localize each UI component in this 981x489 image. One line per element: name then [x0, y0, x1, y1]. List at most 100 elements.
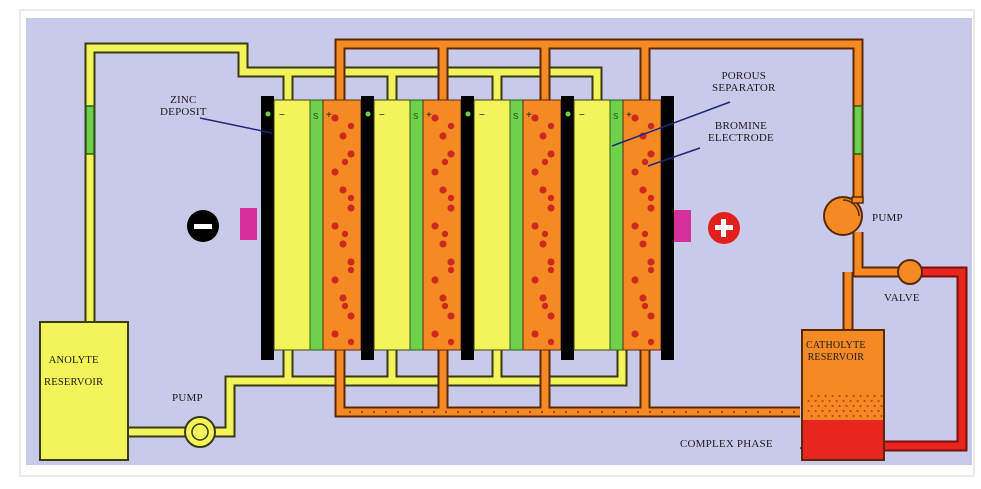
bromine-droplet [347, 266, 355, 274]
minus-mark: − [379, 110, 385, 121]
positive-terminal-icon [708, 212, 740, 244]
bromine-droplet [547, 266, 555, 274]
bromine-electrode-label: BROMINE ELECTRODE [708, 120, 774, 144]
positive-current-collector [674, 210, 691, 242]
bromine-droplet [347, 258, 355, 266]
bromine-droplet [547, 194, 555, 202]
bromine-droplet [447, 312, 455, 320]
electrode-terminal-dot [465, 111, 471, 117]
porous-separator-line-2: SEPARATOR [712, 82, 776, 94]
anolyte-reservoir-line-1: ANOLYTE [48, 355, 99, 366]
bromine-droplet [331, 168, 339, 176]
reservoir-particle [870, 399, 873, 403]
bromine-droplet [541, 230, 549, 238]
electrode-terminal-dot [265, 111, 271, 117]
porous-separator-line-1: POROUS [721, 70, 767, 82]
plus-mark: + [326, 110, 332, 121]
bromine-droplet [447, 122, 455, 130]
zinc-deposit-line-2: DEPOSIT [160, 106, 207, 118]
negative-terminal-icon [187, 210, 219, 242]
bromine-droplet [639, 186, 647, 194]
bromine-droplet [539, 294, 547, 302]
bromine-droplet [439, 294, 447, 302]
bromine-droplet [347, 150, 355, 158]
minus-mark: − [279, 110, 285, 121]
minus-mark: − [579, 110, 585, 121]
reservoir-particle [856, 399, 859, 403]
bromine-droplet [631, 330, 639, 338]
bromine-droplet [331, 222, 339, 230]
bromine-droplet [531, 330, 539, 338]
bromine-droplet [339, 294, 347, 302]
reservoir-particle [824, 414, 827, 418]
bromine-droplet [631, 114, 639, 122]
separator-mark: S [513, 112, 518, 121]
bromine-droplet [647, 122, 655, 130]
pump-right-label: PUMP [872, 212, 903, 224]
pipe-particle [624, 410, 628, 414]
end-electrode-plate [661, 96, 674, 360]
reservoir-particle [866, 414, 869, 418]
reservoir-particle [821, 399, 824, 403]
bromine-droplet [541, 302, 549, 310]
bromine-droplet [431, 330, 439, 338]
bromine-droplet [441, 158, 449, 166]
pipe-particle [780, 410, 784, 414]
reservoir-particle [821, 409, 824, 413]
bromine-droplet [439, 186, 447, 194]
bromine-droplet [331, 114, 339, 122]
reservoir-particle [849, 399, 852, 403]
catholyte-compartment [322, 99, 362, 351]
bromine-droplet [641, 230, 649, 238]
bromine-droplet [331, 330, 339, 338]
bromine-droplet [647, 258, 655, 266]
bromine-droplet [641, 158, 649, 166]
reservoir-particle [866, 404, 869, 408]
reservoir-particle [835, 409, 838, 413]
bromine-droplet [647, 194, 655, 202]
porous-separator [609, 99, 624, 351]
reservoir-particle [845, 394, 848, 398]
pipe-particle [756, 410, 760, 414]
porous-separator [509, 99, 524, 351]
bromine-droplet [547, 204, 555, 212]
bromine-droplet [447, 338, 455, 346]
catholyte-reservoir-line-1: CATHOLYTE [806, 340, 866, 351]
pipe-particle [528, 410, 532, 414]
bromine-droplet [639, 294, 647, 302]
catholyte-reservoir-line-2: RESERVOIR [807, 352, 865, 363]
bromine-droplet [447, 258, 455, 266]
bromine-droplet [647, 338, 655, 346]
negative-current-collector [240, 208, 257, 240]
bromine-droplet [547, 122, 555, 130]
anolyte-reservoir [39, 321, 129, 461]
bromine-droplet [647, 204, 655, 212]
pipe-particle [456, 410, 460, 414]
pipe-particle [468, 410, 472, 414]
reservoir-particle [873, 414, 876, 418]
bromine-droplet [539, 132, 547, 140]
reservoir-particle [835, 399, 838, 403]
catholyte-compartment [622, 99, 662, 351]
pipe-particle [768, 410, 772, 414]
bromine-droplet [647, 312, 655, 320]
pipe-particle [408, 410, 412, 414]
bromine-droplet [347, 122, 355, 130]
pipe-particle [504, 410, 508, 414]
complex-phase-label: COMPLEX PHASE [680, 438, 773, 450]
pipe-particle [744, 410, 748, 414]
reservoir-particle [831, 394, 834, 398]
bromine-electrode-leader [647, 147, 701, 167]
separator-mark: S [413, 112, 418, 121]
bromine-electrode-line-1: BROMINE [714, 120, 768, 132]
pipe-particle [600, 410, 604, 414]
catholyte-compartment [422, 99, 462, 351]
pipe-particle [588, 410, 592, 414]
reservoir-particle [810, 404, 813, 408]
bromine-droplet [647, 150, 655, 158]
reservoir-particle [859, 414, 862, 418]
anolyte-reservoir-line-2: RESERVOIR [44, 377, 104, 388]
reservoir-particle [863, 399, 866, 403]
bromine-droplet [431, 276, 439, 284]
bromine-droplet [531, 276, 539, 284]
